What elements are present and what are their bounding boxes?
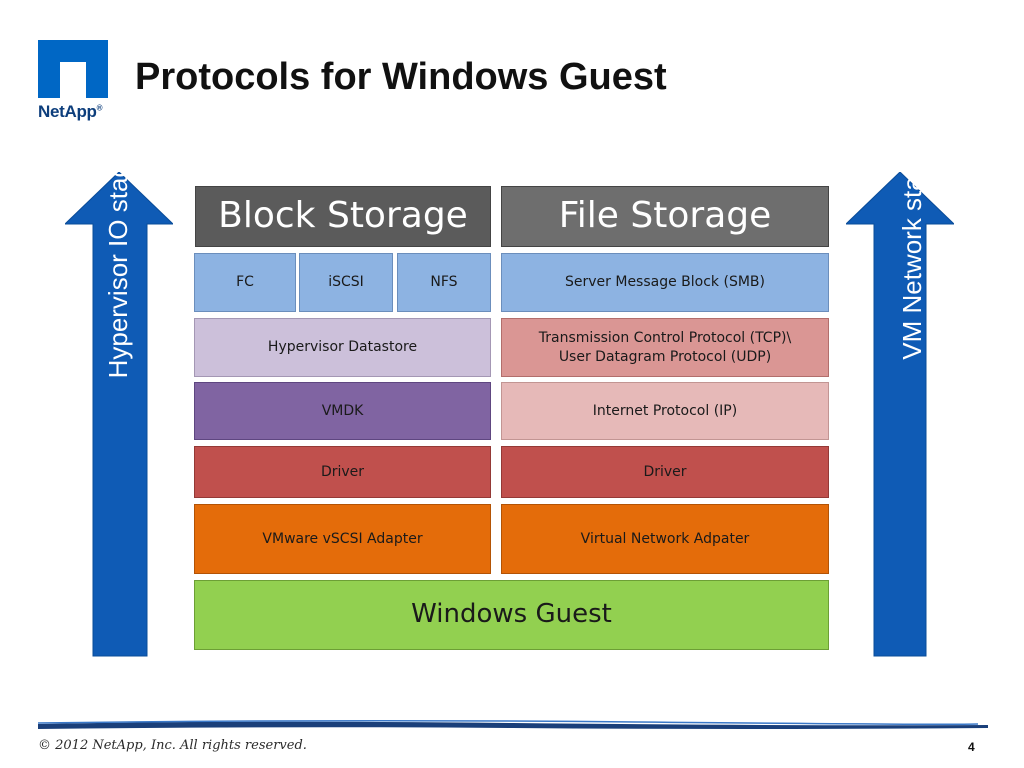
file-driver-box: Driver — [501, 446, 829, 498]
block-driver-box: Driver — [194, 446, 491, 498]
tcp-udp-box: Transmission Control Protocol (TCP)\ Use… — [501, 318, 829, 377]
vm-network-stack-label: VM Network stack — [897, 150, 927, 360]
smb-box: Server Message Block (SMB) — [501, 253, 829, 312]
windows-guest-box: Windows Guest — [194, 580, 829, 650]
udp-label: User Datagram Protocol (UDP) — [558, 348, 772, 365]
ip-box: Internet Protocol (IP) — [501, 382, 829, 440]
virtual-network-adapter-box: Virtual Network Adpater — [501, 504, 829, 574]
iscsi-box: iSCSI — [299, 253, 393, 312]
tcp-label: Transmission Control Protocol (TCP)\ — [538, 329, 792, 346]
vmware-vscsi-adapter-box: VMware vSCSI Adapter — [194, 504, 491, 574]
block-storage-header: Block Storage — [195, 186, 491, 247]
logo-text: NetApp® — [38, 102, 103, 121]
page-number: 4 — [968, 740, 975, 754]
vm-network-arrow — [846, 172, 954, 657]
vmdk-box: VMDK — [194, 382, 491, 440]
netapp-logo-icon — [38, 40, 108, 98]
hypervisor-datastore-box: Hypervisor Datastore — [194, 318, 491, 377]
copyright-text: © 2012 NetApp, Inc. All rights reserved. — [38, 738, 307, 753]
footer-divider — [38, 719, 988, 729]
nfs-box: NFS — [397, 253, 491, 312]
hypervisor-io-stack-label: Hypervisor IO stack — [103, 151, 133, 379]
fc-box: FC — [194, 253, 296, 312]
slide-title: Protocols for Windows Guest — [135, 56, 667, 98]
file-storage-header: File Storage — [501, 186, 829, 247]
hypervisor-io-arrow — [65, 172, 173, 657]
netapp-logo: NetApp® — [38, 40, 112, 122]
